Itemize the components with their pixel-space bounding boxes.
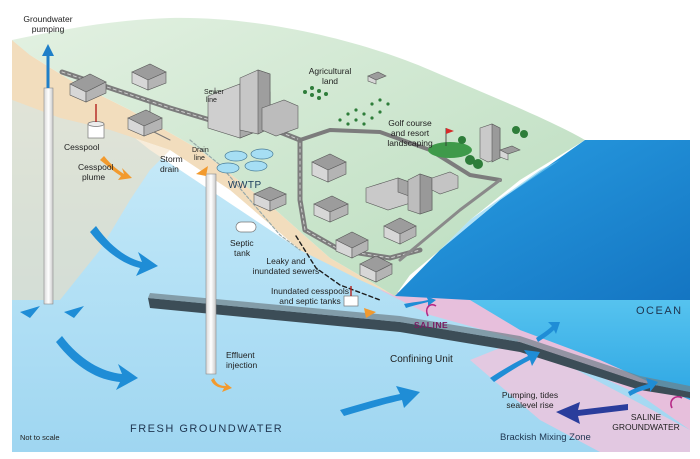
svg-text:Drain: Drain [192, 147, 209, 154]
agricultural-field [303, 86, 390, 126]
office-block-2 [407, 173, 433, 215]
label-cesspool: Cesspool [64, 142, 100, 152]
svg-text:sealevel rise: sealevel rise [506, 400, 554, 410]
label-sewer-line: Sewer line [204, 89, 225, 104]
pumping-well [43, 87, 54, 305]
label-saline-groundwater: SALINE GROUNDWATER [612, 412, 680, 432]
svg-text:inundated sewers: inundated sewers [253, 266, 320, 276]
label-cesspool-plume: Cesspool plume [78, 162, 114, 182]
svg-text:tank: tank [234, 248, 251, 258]
svg-text:drain: drain [160, 164, 179, 174]
svg-text:plume: plume [82, 172, 105, 182]
groundwater-flow-arrows [20, 226, 658, 416]
svg-text:Pumping, tides: Pumping, tides [502, 390, 558, 400]
house-2 [131, 63, 167, 91]
label-saline: SALINE [414, 320, 448, 330]
label-ocean: OCEAN [636, 305, 683, 317]
svg-text:line: line [194, 155, 205, 162]
svg-text:Sewer: Sewer [204, 89, 225, 96]
svg-text:Agricultural: Agricultural [309, 66, 352, 76]
farm-house [367, 71, 387, 85]
hotel-complex [207, 69, 299, 139]
svg-text:SALINE: SALINE [631, 412, 662, 422]
svg-text:landscaping: landscaping [387, 138, 433, 148]
svg-text:Leaky and: Leaky and [266, 256, 305, 266]
label-pumping-tides: Pumping, tides sealevel rise [502, 390, 558, 410]
tidal-curl-arrows [425, 303, 683, 409]
svg-text:Septic: Septic [230, 238, 254, 248]
label-effluent-injection: Effluent injection [226, 350, 257, 370]
golf-course [428, 126, 528, 169]
svg-text:Storm: Storm [160, 154, 183, 164]
pumping-arrow-icon [42, 44, 54, 88]
svg-text:Brackish Mixing Zone: Brackish Mixing Zone [500, 432, 591, 443]
buildings [69, 63, 521, 283]
label-leaky-sewers: Leaky and inundated sewers [253, 256, 320, 276]
plume-arrows [100, 156, 376, 392]
resort-house [499, 145, 521, 161]
label-drain-line: Drain line [192, 147, 209, 162]
label-text: pumping [32, 24, 65, 34]
resort-tower [479, 123, 501, 163]
label-text: Groundwater [23, 14, 72, 24]
label-not-to-scale: Not to scale [20, 433, 60, 442]
label-wwtp: WWTP [228, 180, 262, 191]
svg-text:Golf course: Golf course [388, 118, 432, 128]
svg-text:Cesspool: Cesspool [64, 142, 100, 152]
label-groundwater-pumping: Groundwater pumping [23, 14, 72, 34]
label-confining-unit: Confining Unit [390, 354, 453, 365]
svg-text:Inundated cesspools: Inundated cesspools [271, 286, 349, 296]
house-4 [311, 153, 347, 183]
svg-text:WWTP: WWTP [228, 180, 262, 191]
svg-text:line: line [206, 97, 217, 104]
svg-text:land: land [322, 76, 338, 86]
septic-tank-icon [235, 221, 257, 233]
svg-text:injection: injection [226, 360, 257, 370]
house-5 [313, 195, 349, 223]
svg-text:OCEAN: OCEAN [636, 305, 683, 317]
house-9 [359, 255, 393, 283]
label-septic-tank: Septic tank [230, 238, 254, 258]
ocean-surface [395, 140, 690, 300]
inundated-cesspool-icon [343, 286, 359, 307]
cesspool-icon [87, 104, 105, 139]
house-1 [69, 73, 107, 103]
svg-text:FRESH GROUNDWATER: FRESH GROUNDWATER [130, 423, 283, 435]
wwtp-tanks [216, 148, 274, 174]
injection-well [205, 173, 217, 375]
svg-text:Cesspool: Cesspool [78, 162, 114, 172]
svg-text:Not to scale: Not to scale [20, 433, 60, 442]
label-storm-drain: Storm drain [160, 154, 183, 174]
label-inundated-cesspools: Inundated cesspools and septic tanks [271, 286, 349, 306]
label-golf-course: Golf course and resort landscaping [387, 118, 433, 148]
svg-text:and resort: and resort [391, 128, 430, 138]
svg-text:and septic tanks: and septic tanks [279, 296, 340, 306]
house-6 [253, 186, 287, 212]
label-brackish-mixing-zone: Brackish Mixing Zone [500, 432, 591, 443]
svg-text:SALINE: SALINE [414, 320, 448, 330]
house-8 [335, 231, 369, 259]
svg-text:Confining Unit: Confining Unit [390, 354, 453, 365]
svg-text:Groundwater: Groundwater [23, 14, 72, 24]
label-fresh-groundwater: FRESH GROUNDWATER [130, 423, 283, 435]
confining-unit-layer [148, 293, 690, 398]
office-block-3 [431, 171, 459, 195]
label-agricultural-land: Agricultural land [309, 66, 352, 86]
svg-text:Effluent: Effluent [226, 350, 255, 360]
svg-text:GROUNDWATER: GROUNDWATER [612, 422, 680, 432]
svg-text:pumping: pumping [32, 24, 65, 34]
saline-intrusion-arrow [556, 402, 628, 424]
house-7 [383, 217, 417, 245]
house-3 [127, 109, 163, 137]
